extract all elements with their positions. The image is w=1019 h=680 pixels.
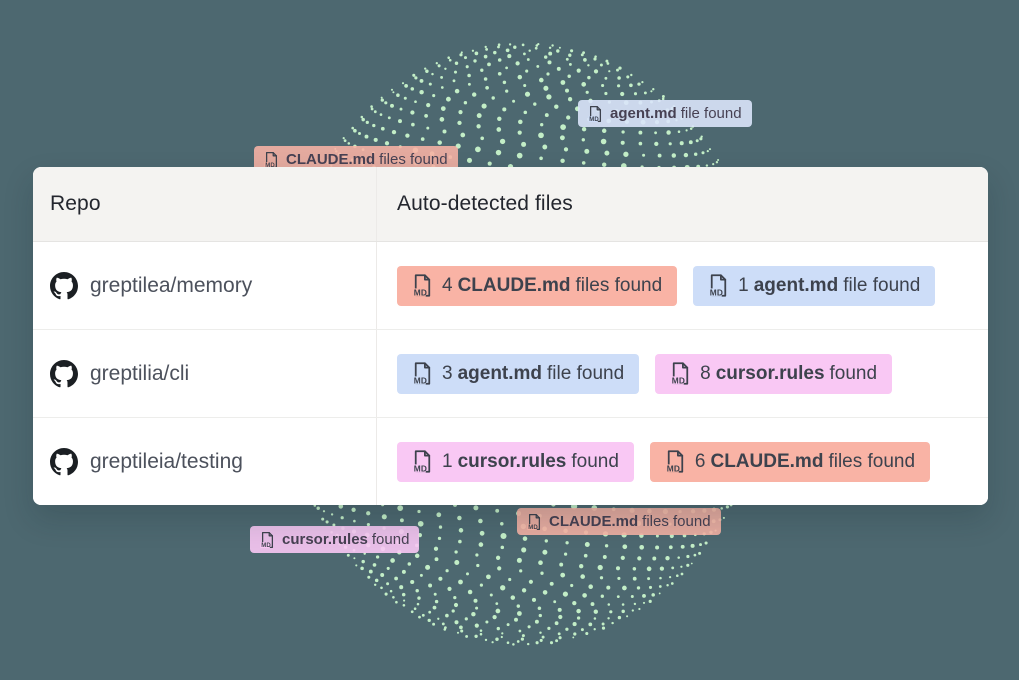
repo-name: greptilia/cli	[90, 361, 190, 385]
github-icon	[50, 447, 78, 475]
header-auto-detected-files: Auto-detected files	[376, 167, 988, 241]
github-icon	[50, 359, 78, 387]
table-header-row: Repo Auto-detected files	[33, 167, 988, 242]
md-file-icon: MD	[260, 531, 274, 549]
md-file-icon: MD	[708, 274, 727, 298]
svg-text:MD: MD	[672, 376, 685, 386]
header-repo: Repo	[50, 192, 101, 215]
md-file-icon: MD	[412, 362, 431, 386]
repo-name: greptileia/testing	[90, 449, 243, 473]
svg-text:MD: MD	[261, 543, 271, 549]
svg-text:MD: MD	[265, 163, 275, 169]
svg-text:MD: MD	[667, 464, 680, 474]
github-icon	[50, 271, 78, 299]
md-file-icon: MD	[665, 450, 684, 474]
md-file-icon: MD	[412, 274, 431, 298]
md-file-icon: MD	[670, 362, 689, 386]
md-file-icon: MD	[527, 513, 541, 531]
md-file-icon: MD	[412, 450, 431, 474]
svg-text:MD: MD	[710, 288, 723, 298]
svg-text:MD: MD	[528, 525, 538, 531]
svg-text:MD: MD	[414, 288, 427, 298]
md-file-icon: MD	[264, 151, 278, 169]
svg-text:MD: MD	[414, 464, 427, 474]
svg-text:MD: MD	[589, 117, 599, 123]
repo-table-card: Repo Auto-detected files greptilea/memor…	[33, 167, 988, 505]
svg-text:MD: MD	[414, 376, 427, 386]
md-file-icon: MD	[588, 105, 602, 123]
repo-name: greptilea/memory	[90, 273, 253, 297]
